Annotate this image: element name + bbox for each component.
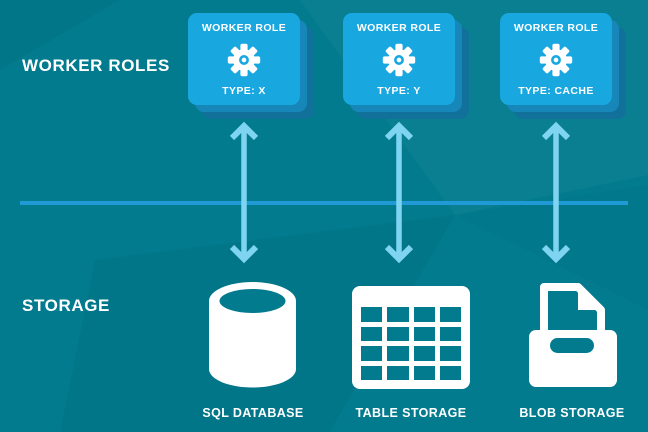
worker-roles-section-label: WORKER ROLES: [22, 56, 170, 75]
worker-role-card-y: WORKER ROLE: [343, 13, 469, 119]
storage-section-label: STORAGE: [22, 296, 110, 315]
table-storage-label: TABLE STORAGE: [355, 406, 467, 420]
double-arrow-icon: [229, 121, 259, 264]
double-arrow-icon: [384, 121, 414, 264]
document-inbox-icon: [529, 283, 617, 387]
database-cylinder-icon: [209, 282, 296, 388]
worker-role-card: WORKER ROLE: [188, 13, 300, 105]
blob-storage-label: BLOB STORAGE: [519, 406, 625, 420]
double-arrow-icon: [541, 121, 571, 264]
sql-database-label: SQL DATABASE: [202, 406, 304, 420]
divider-line: [20, 201, 628, 205]
gear-icon: [227, 43, 261, 76]
table-grid-cells: [361, 307, 461, 380]
gear-icon: [539, 43, 573, 76]
worker-role-title: WORKER ROLE: [513, 22, 599, 34]
worker-role-type: TYPE: Y: [377, 85, 421, 97]
worker-role-title: WORKER ROLE: [201, 22, 287, 34]
worker-role-type: TYPE: X: [222, 85, 266, 97]
table-grid-icon: [352, 286, 470, 389]
worker-role-title: WORKER ROLE: [356, 22, 442, 34]
worker-role-card: WORKER ROLE: [343, 13, 455, 105]
worker-role-card-cache: WORKER ROLE: [500, 13, 626, 119]
worker-role-card: WORKER ROLE: [500, 13, 612, 105]
worker-role-type: TYPE: CACHE: [518, 85, 594, 97]
gear-icon: [382, 43, 416, 76]
worker-role-card-x: WORKER ROLE: [188, 13, 314, 119]
